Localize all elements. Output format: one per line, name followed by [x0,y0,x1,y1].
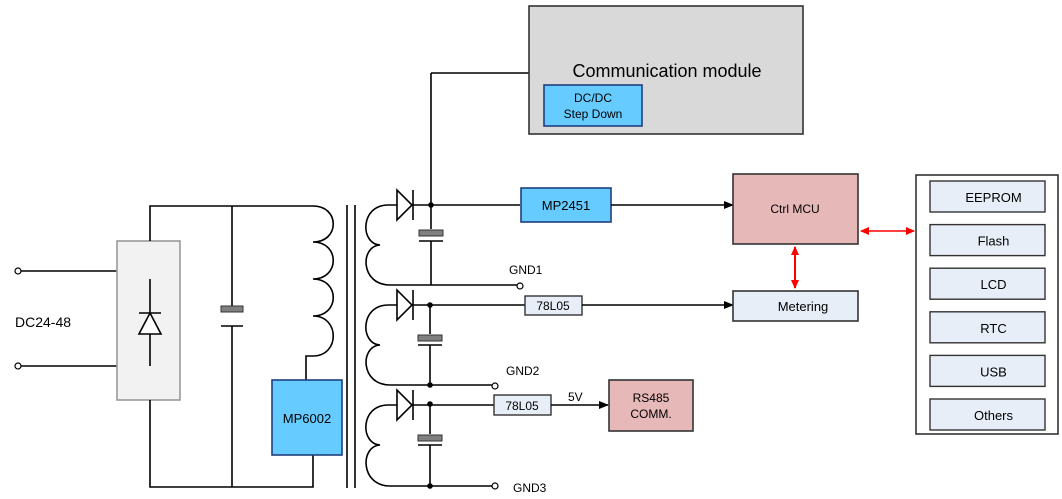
peripheral-flash: Flash [929,223,1046,257]
rectifier-diode-icon [137,311,163,335]
mp6002-label: MP6002 [283,411,331,426]
dcdc-label-line1: DC/DC [574,91,612,105]
rs485-comm-block: RS485 COMM. [608,379,694,432]
rs485-label-line1: RS485 [633,391,670,405]
bridge-rectifier [116,240,181,401]
diode-3-icon [396,388,414,422]
mp2451-block: MP2451 [520,187,612,223]
secondary-rail-2: GND2 [365,288,540,390]
gnd1-terminal [516,282,524,290]
peripheral-box [929,398,1046,431]
primary-winding-icon [305,205,335,380]
gnd3-label: GND3 [513,481,547,495]
gnd1-label: GND1 [509,263,543,277]
secondary-winding-2-icon [365,304,492,386]
transformer-core [346,205,356,488]
regulator-78l05-rail3: 78L05 [493,394,552,416]
input-terminals: DC24-48 [14,267,117,370]
secondary-winding-1-icon [365,204,520,286]
input-voltage-label: DC24-48 [15,314,71,330]
capacitor-3-icon [417,434,443,442]
peripheral-eeprom: EEPROM [929,180,1046,213]
secondary-rail-1: GND1 [365,72,543,290]
secondary-winding-3-icon [365,404,492,487]
peripheral-label: Others [974,408,1014,423]
capacitor-1-icon [418,229,444,237]
regulator-78l05-rail2-label: 78L05 [536,299,570,313]
dcdc-label-line2: Step Down [564,107,623,121]
ctrl-mcu-label: Ctrl MCU [770,202,819,216]
peripheral-rtc: RTC [929,311,1046,344]
dcdc-step-down-block: DC/DC Step Down [543,84,643,127]
peripheral-label: USB [980,364,1007,379]
peripheral-box [929,354,1046,388]
mp2451-label: MP2451 [542,198,590,213]
diode-1-icon [396,188,414,222]
peripheral-box [929,180,1046,213]
input-terminal-negative [14,362,22,370]
secondary-rail-3: GND3 [365,388,547,495]
regulator-78l05-rail3-label: 78L05 [505,399,539,413]
peripheral-box [929,223,1046,257]
ctrl-mcu-block: Ctrl MCU [732,173,859,245]
peripheral-label: EEPROM [965,190,1021,205]
rs485-label-line2: COMM. [630,407,671,421]
metering-label: Metering [778,299,829,314]
gnd2-terminal [491,382,499,390]
metering-block: Metering [732,290,859,322]
primary-wiring [149,205,335,488]
regulator-78l05-rail2: 78L05 [524,295,583,316]
peripheral-label: Flash [978,234,1010,249]
communication-module: Communication module DC/DC Step Down [528,5,804,135]
bulk-capacitor-icon [220,305,244,313]
peripheral-label: LCD [980,277,1006,292]
mp6002-block: MP6002 [271,379,343,456]
communication-module-title: Communication module [572,61,761,81]
peripheral-box [929,267,1046,300]
capacitor-2-icon [417,334,443,342]
gnd2-label: GND2 [506,364,540,378]
output-voltage-label: 5V [568,390,583,404]
diode-2-icon [396,288,414,322]
input-terminal-positive [14,267,22,275]
peripheral-usb: USB [929,354,1046,388]
peripheral-label: RTC [980,321,1006,336]
peripheral-lcd: LCD [929,267,1046,300]
gnd3-terminal [491,482,499,490]
peripheral-box [929,311,1046,344]
peripheral-others: Others [929,398,1046,431]
